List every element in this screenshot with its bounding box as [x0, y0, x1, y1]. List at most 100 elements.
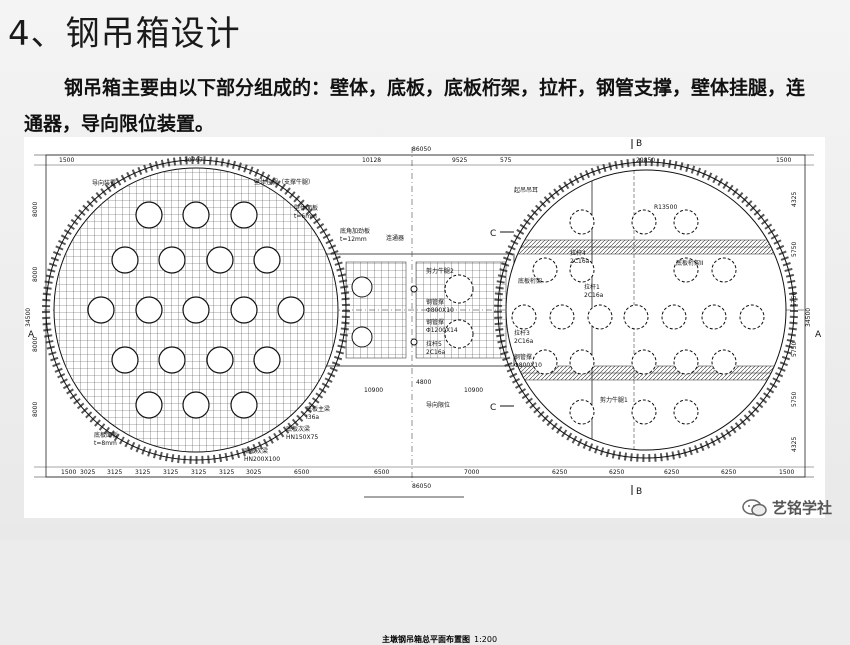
svg-text:34500: 34500: [805, 308, 812, 327]
label-rod-1-size: 2C16a: [584, 292, 604, 299]
pile-hole: [739, 304, 765, 330]
pile-hole: [673, 257, 699, 283]
watermark-text: 艺铭学社: [771, 499, 832, 517]
pile-hole: [277, 296, 305, 324]
pile-hole: [673, 349, 699, 375]
label-lift-point: 起吊吊耳: [514, 186, 538, 194]
svg-text:8000: 8000: [32, 202, 39, 217]
pile-hole: [631, 399, 657, 425]
label-connector: 连通器: [386, 234, 404, 242]
bottom-dim: 3125: [163, 469, 178, 476]
pile-hole: [631, 349, 657, 375]
label-rod-1: 拉杆1: [584, 283, 600, 291]
pile-hole: [661, 304, 687, 330]
label-steel-pipe-b-size: Φ1200X14: [426, 327, 458, 334]
bottom-dim: 1500: [61, 469, 76, 476]
bottom-dim: 3025: [80, 469, 95, 476]
left-caisson: [42, 156, 350, 464]
svg-text:8000: 8000: [32, 402, 39, 417]
bottom-dim: 3125: [191, 469, 206, 476]
svg-text:5750: 5750: [791, 392, 798, 407]
pile-hole: [135, 201, 163, 229]
bottom-dim: 3025: [246, 469, 261, 476]
pile-hole: [135, 391, 163, 419]
label-steel-pipe-c: 钢管撑: [514, 353, 532, 361]
top-dim-7: 1500: [776, 157, 791, 164]
pile-hole: [569, 399, 595, 425]
pile-hole: [711, 257, 737, 283]
pile-hole: [182, 296, 210, 324]
label-bottom-stiffen-t: t=12mm: [340, 236, 367, 243]
top-dim-1: 1500: [59, 157, 74, 164]
wechat-icon: [742, 498, 767, 516]
bottom-dim: 6500: [374, 469, 389, 476]
pile-hole: [206, 346, 234, 374]
bottom-dim: 3125: [219, 469, 234, 476]
label-bottom-secondary: 底板次梁: [244, 447, 268, 455]
svg-text:8000: 8000: [32, 337, 39, 352]
right-dimensions: 4325 5750 5750 5750 5750 4325 34500: [791, 192, 812, 452]
slide-body-text: 钢吊箱主要由以下部分组成的：壁体，底板，底板桁架，拉杆，钢管支撑，壁体挂腿，连通…: [24, 77, 806, 135]
pile-hole: [158, 346, 186, 374]
top-dim-5: 575: [500, 157, 512, 164]
bottom-dim: 3125: [107, 469, 122, 476]
label-bottom-sub: 底板次梁: [286, 425, 310, 433]
label-bottom-main: 底板主梁: [306, 405, 330, 413]
label-guide-limit: 导向限位: [426, 401, 450, 409]
pile-hole: [87, 296, 115, 324]
pile-hole: [182, 201, 210, 229]
label-steel-pipe-a: 钢管撑: [426, 298, 444, 306]
mid-dim: 10900: [364, 387, 383, 394]
svg-text:4325: 4325: [791, 192, 798, 207]
label-guide: 导向装置: [92, 179, 116, 187]
label-bottom-plate-t: t=8mm: [94, 440, 117, 447]
label-wall-plate: 壁体面板: [294, 204, 318, 212]
right-caisson: [494, 158, 798, 462]
top-total-dim: 86050: [412, 146, 431, 153]
section-mark-c-bottom: C: [490, 403, 496, 413]
pile-hole: [253, 346, 281, 374]
mid-dim: 10900: [464, 387, 483, 394]
section-mark-b-bottom: B: [636, 487, 642, 497]
bottom-dim: 6250: [609, 469, 624, 476]
pile-hole: [511, 304, 537, 330]
bottom-dimensions: 1500 3025 3125 3125 3125 3125 3125 3025 …: [61, 469, 794, 490]
label-rod-a-size: 2C16a: [426, 349, 446, 356]
label-support-beam2: 剪力牛腿2: [426, 267, 454, 275]
drawing-svg: 86050 1500 30797 10128 9525 575 29850 15…: [25, 139, 822, 498]
pile-hole: [206, 246, 234, 274]
label-wall-plate-t: t=6mm: [294, 213, 317, 220]
pile-hole: [230, 201, 258, 229]
pile-hole: [549, 304, 575, 330]
label-truss2: 底板桁架II: [676, 259, 704, 267]
label-rod-a: 拉杆5: [426, 340, 442, 348]
pile-hole: [569, 257, 595, 283]
label-truss: 底板桁架: [518, 277, 542, 285]
bottom-dim: 6250: [664, 469, 679, 476]
pile-hole: [111, 246, 139, 274]
label-bottom-secondary-size: HN200X100: [244, 456, 280, 463]
pile-hole: [158, 246, 186, 274]
top-dim-4: 9525: [452, 157, 467, 164]
label-steel-pipe-a-size: Φ800X10: [426, 307, 454, 314]
watermark: 艺铭学社: [742, 497, 832, 518]
bottom-dim: 1500: [779, 469, 794, 476]
section-mark-a-left: A: [28, 330, 35, 340]
left-dimensions: 8000 8000 8000 8000 34500: [25, 202, 39, 417]
pile-hole: [230, 296, 258, 324]
pile-hole: [532, 257, 558, 283]
label-bottom-stiffen: 底角加劲板: [340, 227, 370, 235]
pile-hole: [623, 304, 649, 330]
section-mark-a-right: A: [815, 330, 822, 340]
engineering-drawing: 86050 1500 30797 10128 9525 575 29850 15…: [24, 137, 825, 644]
mid-dim: 4800: [416, 379, 431, 386]
pile-hole: [631, 209, 657, 235]
drawing-caption-scale: 1:200: [474, 635, 498, 644]
label-steel-pipe-c-size: Φ800X10: [514, 362, 542, 369]
label-steel-pipe-b: 钢管撑: [426, 318, 444, 326]
pile-hole: [135, 296, 163, 324]
svg-text:8000: 8000: [32, 267, 39, 282]
pile-hole: [587, 304, 613, 330]
pile-hole: [532, 349, 558, 375]
